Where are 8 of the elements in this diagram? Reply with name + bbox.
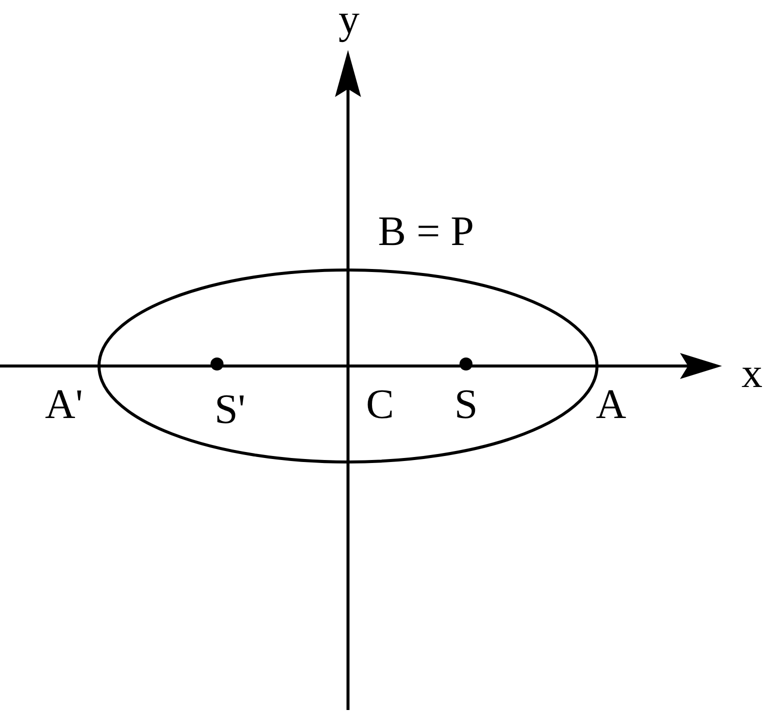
point-label: A: [596, 384, 626, 426]
point-label: S': [214, 389, 246, 431]
point-label: S: [454, 384, 478, 426]
axis-label: y: [338, 0, 360, 41]
axis-label: x: [742, 353, 762, 395]
point-label: C: [366, 384, 394, 426]
point-label: A': [45, 384, 83, 426]
point-label: B = P: [378, 211, 474, 253]
